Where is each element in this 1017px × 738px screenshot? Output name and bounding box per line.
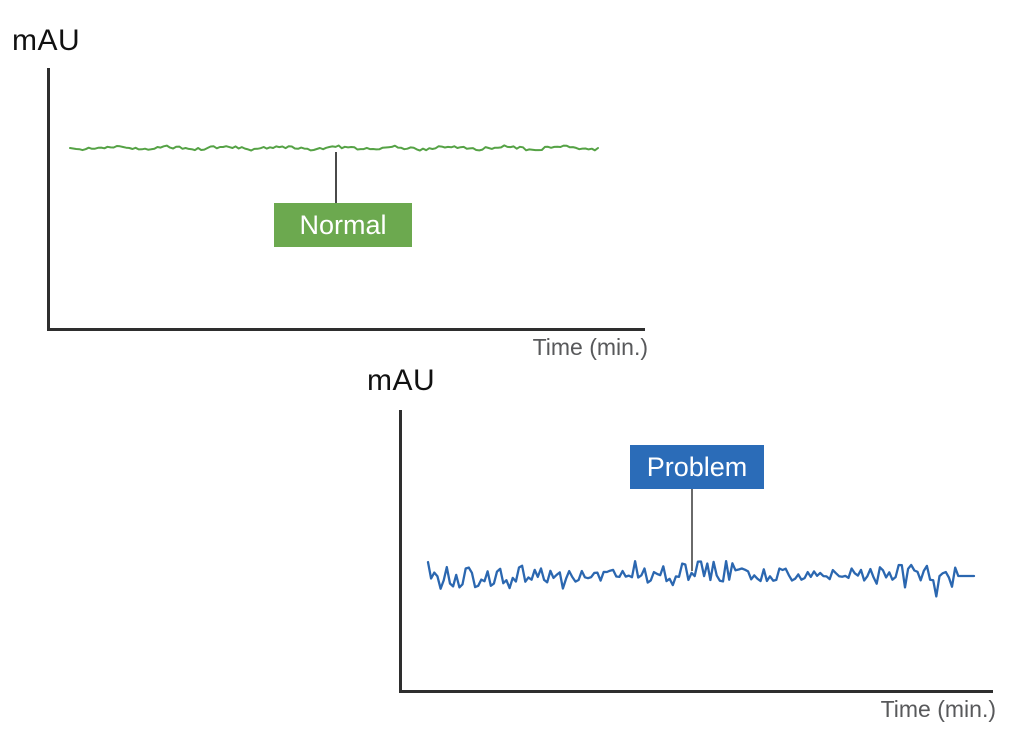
- x-axis-label: Time (min.): [532, 334, 648, 360]
- y-axis-label: mAU: [367, 364, 436, 397]
- y-axis-line: [399, 410, 402, 692]
- baseline-trace-problem: [426, 559, 976, 598]
- annotation-label-normal: Normal: [274, 203, 412, 247]
- baseline-trace-normal: [69, 144, 599, 152]
- annotation-label-problem: Problem: [630, 445, 764, 489]
- y-axis-line: [47, 68, 50, 330]
- x-axis-line: [399, 690, 993, 693]
- x-axis-line: [47, 328, 645, 331]
- annotation-connector-line: [691, 489, 693, 571]
- annotation-connector-line: [335, 152, 337, 203]
- y-axis-label: mAU: [12, 24, 81, 57]
- x-axis-label: Time (min.): [880, 696, 996, 722]
